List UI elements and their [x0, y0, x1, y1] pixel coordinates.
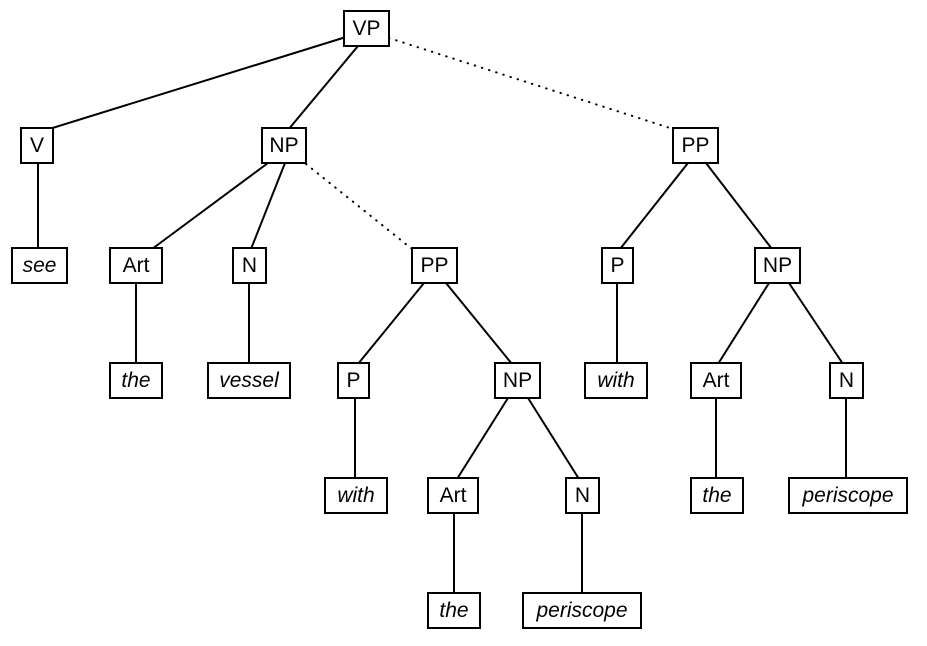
tree-node-art_mid[interactable]: Art — [427, 477, 479, 514]
node-box-p_right — [601, 247, 634, 284]
tree-edge-np_mid-to-art_mid — [456, 397, 509, 480]
node-label-the_r: the — [702, 484, 731, 507]
node-label-the_m: the — [439, 599, 468, 622]
node-label-np_mid: NP — [503, 369, 532, 392]
tree-node-p_mid[interactable]: P — [337, 362, 370, 399]
tree-node-n_mid[interactable]: N — [565, 477, 600, 514]
tree-node-art1[interactable]: Art — [109, 247, 163, 284]
tree-node-with_m[interactable]: with — [324, 477, 388, 514]
tree-node-persc_r[interactable]: periscope — [788, 477, 908, 514]
tree-node-np_right[interactable]: NP — [754, 247, 801, 284]
node-label-n_right: N — [839, 369, 854, 392]
node-box-p_mid — [337, 362, 370, 399]
node-label-np1: NP — [269, 134, 298, 157]
node-box-vessel — [207, 362, 291, 399]
tree-edge-pp_right-to-np_right — [705, 162, 773, 250]
tree-node-pp_right[interactable]: PP — [672, 127, 719, 164]
node-box-pp_right — [672, 127, 719, 164]
node-label-v: V — [30, 134, 44, 157]
node-box-n1 — [232, 247, 267, 284]
tree-node-n1[interactable]: N — [232, 247, 267, 284]
tree-node-np1[interactable]: NP — [261, 127, 307, 164]
tree-node-np_mid[interactable]: NP — [494, 362, 541, 399]
tree-edge-vp-to-np1 — [287, 45, 359, 131]
node-label-n_mid: N — [575, 484, 590, 507]
tree-node-persc_m[interactable]: periscope — [522, 592, 642, 629]
node-box-persc_r — [788, 477, 908, 514]
tree-node-art_right[interactable]: Art — [690, 362, 742, 399]
node-box-with_r — [584, 362, 648, 399]
tree-node-see[interactable]: see — [11, 247, 68, 284]
tree-node-the_r[interactable]: the — [690, 477, 744, 514]
node-box-vp — [343, 10, 390, 47]
node-label-with_r: with — [597, 369, 634, 392]
node-label-persc_r: periscope — [801, 484, 893, 507]
node-label-art1: Art — [123, 254, 150, 277]
node-label-art_mid: Art — [440, 484, 467, 507]
tree-edge-pp_mid-to-np_mid — [445, 282, 513, 365]
node-label-see: see — [23, 254, 57, 277]
tree-edge-pp_right-to-p_right — [619, 162, 689, 250]
node-box-np_mid — [494, 362, 541, 399]
node-box-the_m — [427, 592, 481, 629]
node-label-art_right: Art — [703, 369, 730, 392]
tree-edge-np1-to-n1 — [250, 162, 286, 250]
tree-node-vessel[interactable]: vessel — [207, 362, 291, 399]
tree-node-n_right[interactable]: N — [829, 362, 864, 399]
node-label-p_mid: P — [346, 369, 360, 392]
tree-edge-np_right-to-art_right — [717, 282, 770, 365]
node-box-see — [11, 247, 68, 284]
tree-node-the1[interactable]: the — [109, 362, 163, 399]
node-box-the_r — [690, 477, 744, 514]
node-box-np1 — [261, 127, 307, 164]
node-label-the1: the — [121, 369, 150, 392]
node-box-n_right — [829, 362, 864, 399]
node-label-pp_mid: PP — [420, 254, 448, 277]
node-label-vessel: vessel — [219, 369, 280, 392]
node-box-pp_mid — [411, 247, 458, 284]
node-box-with_m — [324, 477, 388, 514]
tree-edge-vp-to-v — [45, 36, 347, 131]
node-box-n_mid — [565, 477, 600, 514]
tree-node-the_m[interactable]: the — [427, 592, 481, 629]
node-box-art1 — [109, 247, 163, 284]
node-label-vp: VP — [352, 17, 380, 40]
tree-node-vp[interactable]: VP — [343, 10, 390, 47]
node-label-p_right: P — [610, 254, 624, 277]
node-label-pp_right: PP — [681, 134, 709, 157]
tree-edge-np_mid-to-n_mid — [527, 397, 580, 480]
tree-edge-np_right-to-n_right — [788, 282, 844, 365]
node-box-persc_m — [522, 592, 642, 629]
node-label-persc_m: periscope — [535, 599, 627, 622]
node-box-the1 — [109, 362, 163, 399]
tree-edge-np1-to-pp_mid — [305, 163, 413, 250]
tree-node-with_r[interactable]: with — [584, 362, 648, 399]
node-box-art_mid — [427, 477, 479, 514]
edge-layer — [37, 36, 847, 593]
tree-edge-pp_mid-to-p_mid — [357, 282, 425, 365]
node-box-v — [20, 127, 54, 164]
node-box-art_right — [690, 362, 742, 399]
node-label-n1: N — [242, 254, 257, 277]
tree-edge-np1-to-art1 — [151, 162, 269, 250]
node-box-np_right — [754, 247, 801, 284]
tree-edge-vp-to-pp_right — [388, 37, 674, 130]
tree-node-v[interactable]: V — [20, 127, 54, 164]
tree-node-p_right[interactable]: P — [601, 247, 634, 284]
node-label-np_right: NP — [763, 254, 792, 277]
tree-node-pp_mid[interactable]: PP — [411, 247, 458, 284]
node-label-with_m: with — [337, 484, 374, 507]
